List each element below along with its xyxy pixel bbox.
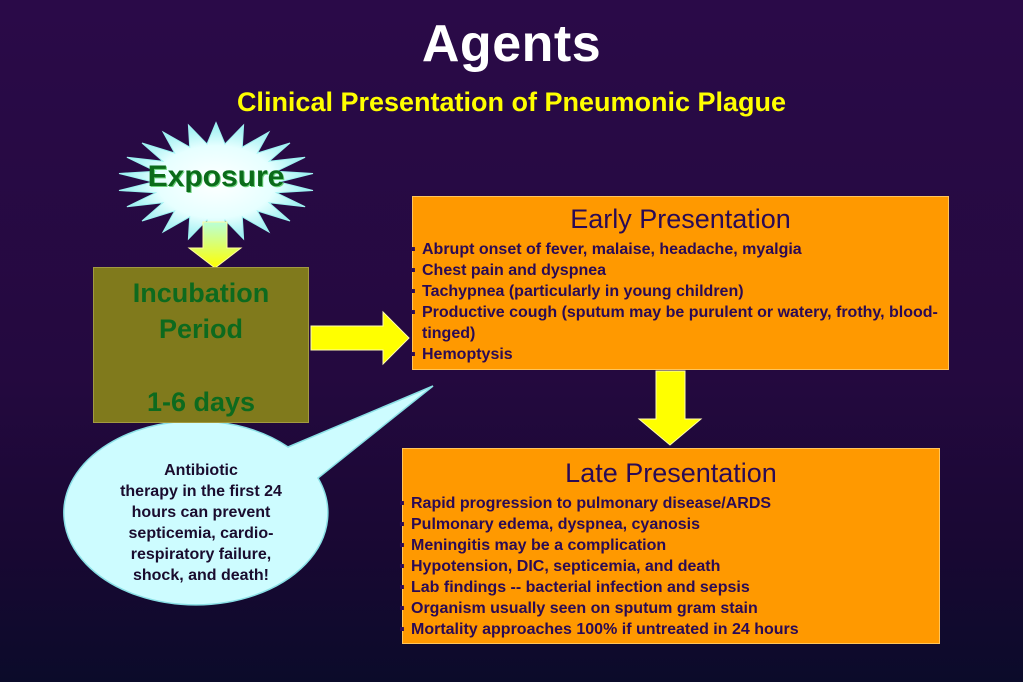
arrow-exposure-to-incubation [187,221,243,269]
page-subtitle: Clinical Presentation of Pneumonic Plagu… [236,87,787,117]
late-presentation-list: Rapid progression to pulmonary disease/A… [389,493,939,640]
arrow-early-to-late [637,370,703,446]
late-presentation-box: Late Presentation Rapid progression to p… [402,448,940,644]
list-item: Hemoptysis [400,344,948,365]
list-item: Chest pain and dyspnea [400,260,948,281]
list-item: Productive cough (sputum may be purulent… [400,302,948,344]
callout-text: Antibiotic therapy in the first 24 hours… [92,460,310,586]
callout-line: therapy in the first 24 [120,483,282,500]
callout-line: Antibiotic [164,462,238,479]
early-presentation-box: Early Presentation Abrupt onset of fever… [412,196,949,370]
callout-line: hours can prevent [131,504,271,521]
list-item: Pulmonary edema, dyspnea, cyanosis [389,514,939,535]
list-item: Meningitis may be a complication [389,535,939,556]
list-item: Rapid progression to pulmonary disease/A… [389,493,939,514]
late-presentation-heading: Late Presentation [565,458,777,488]
list-item: Mortality approaches 100% if untreated i… [389,619,939,640]
callout-line: respiratory failure, [130,546,272,563]
incubation-label-line1: Incubation [132,278,270,308]
list-item: Lab findings -- bacterial infection and … [389,577,939,598]
early-presentation-list: Abrupt onset of fever, malaise, headache… [400,239,948,365]
early-presentation-heading: Early Presentation [570,204,791,234]
exposure-label: Exposure [147,160,285,193]
page-title: Agents [421,15,602,73]
list-item: Abrupt onset of fever, malaise, headache… [400,239,948,260]
callout-line: shock, and death! [132,567,270,584]
callout-line: septicemia, cardio- [128,525,274,542]
incubation-period-box: Incubation Period 1-6 days [93,267,309,423]
arrow-incubation-to-early [310,310,410,366]
list-item: Hypotension, DIC, septicemia, and death [389,556,939,577]
list-item: Tachypnea (particularly in young childre… [400,281,948,302]
incubation-label-line2: Period [158,314,244,344]
incubation-duration: 1-6 days [146,387,256,417]
list-item: Organism usually seen on sputum gram sta… [389,598,939,619]
